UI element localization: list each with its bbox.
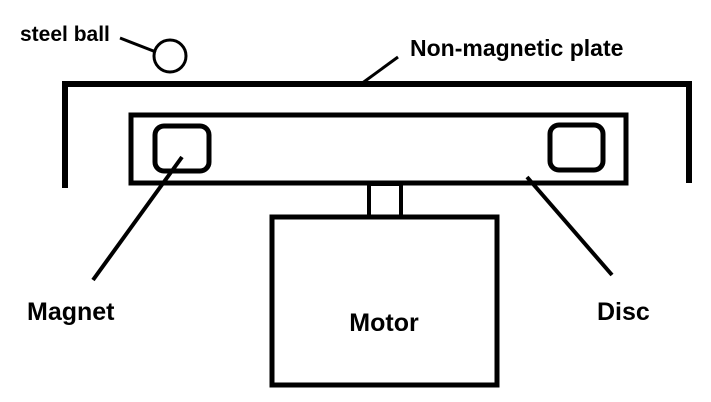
plate-label: Non-magnetic plate (410, 35, 623, 61)
disc-label: Disc (597, 298, 650, 326)
motor-body (269, 214, 500, 388)
motor-label: Motor (349, 309, 419, 337)
magnet-leader (91, 155, 184, 282)
steel-ball-label: steel ball (20, 23, 110, 46)
plate-leader (360, 55, 399, 86)
magnet-left (152, 123, 212, 174)
magnet-label: Magnet (27, 298, 115, 326)
non-magnetic-plate (62, 81, 692, 188)
magnet-right (547, 122, 606, 173)
disc-leader (525, 175, 614, 277)
steel-ball-leader (119, 36, 157, 54)
steel-ball (152, 38, 188, 74)
motor-shaft (367, 182, 403, 219)
